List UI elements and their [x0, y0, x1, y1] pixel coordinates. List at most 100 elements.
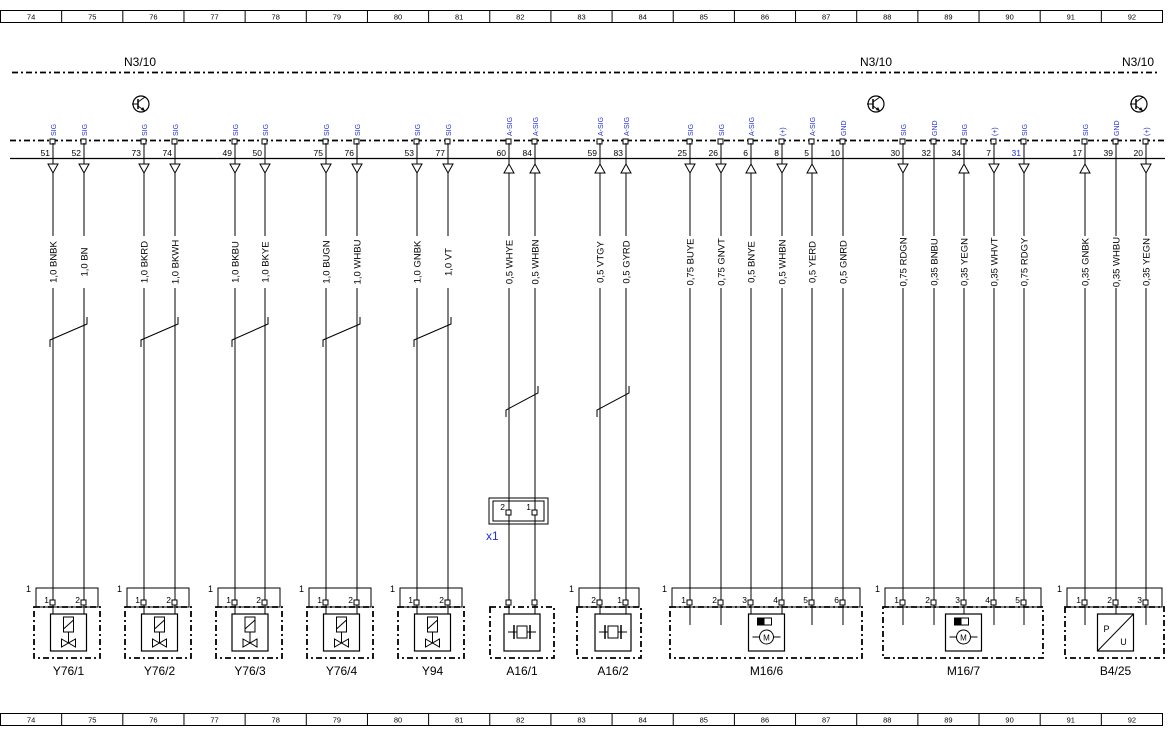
output-arrow	[351, 163, 363, 175]
component-label: M16/7	[947, 664, 981, 678]
connector-housing	[671, 587, 861, 608]
valve-symbol-icon	[413, 613, 452, 652]
twisted-pair-mark	[49, 317, 88, 347]
connector-number: 1	[1057, 584, 1062, 594]
connector-pin	[171, 599, 178, 606]
connector-pin-number: 1	[894, 595, 899, 605]
connector-pin	[960, 599, 967, 606]
connector-number: 1	[117, 584, 122, 594]
pin-number: 74	[163, 148, 173, 158]
component-body	[306, 606, 374, 659]
wire-label-bg	[746, 236, 756, 288]
wire-label: 0,75 RDGN	[899, 237, 910, 286]
wire-label-bg	[1141, 236, 1151, 288]
grid-number: 89	[944, 13, 952, 22]
connector-pin-number: 1	[44, 595, 49, 605]
pin-number: 17	[1073, 148, 1083, 158]
x1-connector	[488, 497, 549, 525]
connector-pin-number: 2	[1107, 595, 1112, 605]
connector-pin	[1020, 599, 1027, 606]
grid-number: 86	[761, 716, 769, 725]
pin-8: (+)80,5 WHBN	[774, 127, 789, 600]
connector-pin-number: 2	[348, 595, 353, 605]
connector-pin	[778, 599, 785, 606]
pin-number: 83	[614, 148, 624, 158]
connector-pin-number: 1	[135, 595, 140, 605]
connector-number: 1	[390, 584, 395, 594]
grid-number: 89	[944, 716, 952, 725]
connector-pin	[1142, 599, 1149, 606]
component-label: Y76/1	[53, 664, 85, 678]
connector-pin	[444, 599, 451, 606]
wire-label: 0,75 RDGY	[1020, 237, 1031, 286]
connector-pin	[140, 599, 147, 606]
output-arrow	[411, 163, 423, 175]
wire-label-bg	[777, 236, 787, 288]
component-label: M16/6	[750, 664, 784, 678]
connector-pin-number: 5	[1015, 595, 1020, 605]
wire-label: 0,5 WHBN	[778, 239, 789, 284]
grid-number: 83	[577, 13, 585, 22]
signal-type-label: A-SIG	[533, 117, 540, 136]
grid-number: 79	[333, 13, 341, 22]
signal-type-label: SIG	[962, 124, 969, 136]
grid-number: 87	[822, 13, 830, 22]
connector-pin-number: 1	[1076, 595, 1081, 605]
pin-number: 30	[891, 148, 901, 158]
wire-label: 1,0 BKRD	[140, 241, 151, 283]
valve-symbol-icon	[231, 613, 269, 652]
output-arrow	[259, 163, 271, 175]
grid-number: 88	[883, 716, 891, 725]
signal-type-label: SIG	[233, 124, 240, 136]
wire-label-bg	[504, 236, 514, 288]
transistor-icon	[1130, 95, 1148, 113]
component-body	[215, 606, 283, 659]
pin-number: 49	[223, 148, 233, 158]
wire-label: 0,5 BNYE	[747, 241, 758, 283]
grid-number: 90	[1005, 716, 1013, 725]
signal-type-label: (+)	[992, 127, 999, 136]
grid-number: 86	[761, 13, 769, 22]
connector-number: 1	[662, 584, 667, 594]
input-arrow	[958, 162, 970, 174]
grid-number: 78	[272, 13, 280, 22]
component-label: Y76/2	[144, 664, 176, 678]
pin-7: (+)70,35 WHVT	[986, 127, 1001, 600]
signal-type-label: SIG	[173, 124, 180, 136]
x1-pin-number: 2	[500, 502, 505, 512]
input-arrow	[620, 162, 632, 174]
pin-number: 59	[588, 148, 598, 158]
wire-label-bg	[79, 236, 89, 288]
connector-pin	[808, 599, 815, 606]
component-label: A16/2	[597, 664, 629, 678]
pin-number: 60	[497, 148, 507, 158]
motor-symbol-icon: M	[944, 613, 983, 652]
connector-pin	[413, 599, 420, 606]
knock-symbol-icon	[503, 613, 541, 652]
x1-label: x1	[486, 529, 499, 543]
component-label: Y76/4	[326, 664, 358, 678]
pin-number: 50	[253, 148, 263, 158]
grid-number: 74	[27, 13, 35, 22]
wire-label: 0,5 GYRD	[622, 240, 633, 283]
grid-number: 76	[149, 716, 157, 725]
signal-type-label: (+)	[780, 127, 787, 136]
connector-pin-number: 4	[773, 595, 778, 605]
wire-label-bg	[1111, 236, 1121, 288]
connector-pin	[747, 599, 754, 606]
signal-type-label: SIG	[324, 124, 331, 136]
unit-label-bg	[120, 56, 160, 69]
grid-number: 82	[516, 13, 524, 22]
component-body	[397, 606, 465, 659]
